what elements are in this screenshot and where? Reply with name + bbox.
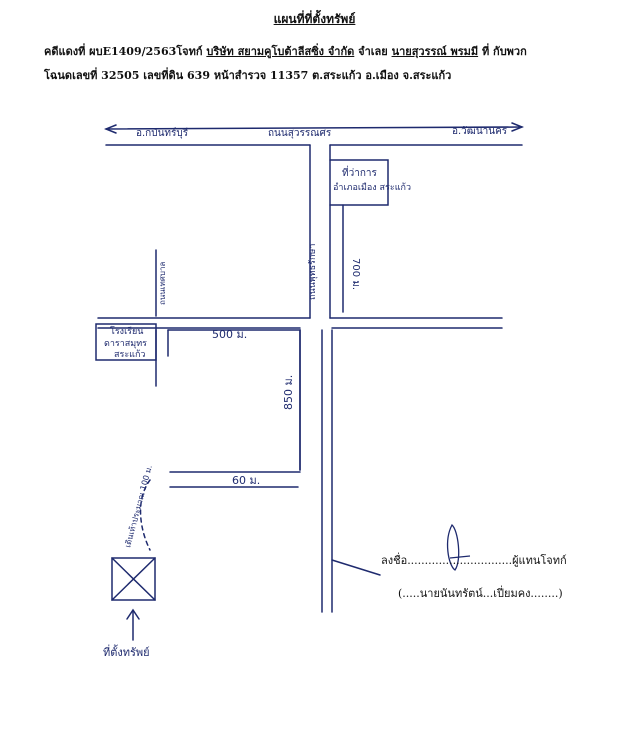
label-dist-500: 500 ม. <box>212 328 247 341</box>
label-property: ที่ตั้งทรัพย์ <box>103 644 150 659</box>
school-box <box>95 323 157 361</box>
sign-dots: .............................. <box>407 554 513 567</box>
label-road-top-center: ถนนสุวรรณศร <box>268 128 332 139</box>
label-school-2: ดาราสมุทร <box>104 339 147 349</box>
signer-name: (.....นายนันทรัตน์...เปี่ยมคง........) <box>398 587 563 600</box>
label-district-office-2: อำเภอเมือง สระแก้ว <box>333 182 411 193</box>
label-dist-700: 700 ม. <box>350 258 361 290</box>
label-road-top-left: อ.กบินทร์บุรี <box>136 127 189 139</box>
signature-line: ลงชื่อ..............................ผู้แ… <box>381 551 567 569</box>
label-dist-60: 60 ม. <box>232 474 260 487</box>
label-school-3: สระแก้ว <box>114 349 145 360</box>
case-info-line: คดีแดงที่ ผบE1409/2563โจทก์ บริษัท สยามค… <box>44 42 527 60</box>
defendant-label: จำเลย <box>358 45 388 58</box>
signer-role: ผู้แทนโจทก์ <box>512 554 567 567</box>
page-title: แผนที่ที่ตั้งทรัพย์ <box>273 12 356 26</box>
label-dist-850: 850 ม. <box>282 375 295 410</box>
dist-500-road <box>167 329 301 471</box>
label-road-top-right: อ.วัฒนานคร <box>452 126 508 137</box>
deed-info-line: โฉนดเลขที่ 32505 เลขที่ดิน 639 หน้าสำรวจ… <box>44 69 452 82</box>
label-road-vertical-center: ถนนพุทธรักษา <box>308 244 318 300</box>
signature-mark <box>446 523 471 571</box>
plaintiff-name: บริษัท สยามคูโบต้าลีสซิ่ง จำกัด <box>206 45 355 58</box>
property-cross <box>111 557 156 601</box>
label-district-office-1: ที่ว่าการ <box>342 165 377 179</box>
arrow-right-icon <box>511 122 525 132</box>
arrow-up-icon <box>126 608 140 620</box>
label-footpath: เดินเท้าประมาณ 100 ม. <box>123 464 154 548</box>
label-school-1: โรงเรียน <box>110 326 143 337</box>
defendant-name: นายสุวรรณ์ พรมมี <box>391 45 479 58</box>
label-road-vertical-left: ถนนเทศบาล <box>158 262 167 305</box>
sign-label: ลงชื่อ <box>381 554 408 567</box>
case-number: คดีแดงที่ ผบE1409/2563โจทก์ <box>44 45 203 58</box>
road-branch <box>331 559 381 576</box>
arrow-left-icon <box>103 124 117 134</box>
footpath-line <box>139 479 151 551</box>
defendant-suffix: ที่ กับพวก <box>481 45 527 58</box>
district-office-box <box>329 159 389 206</box>
road-top-line-upper <box>105 126 523 130</box>
